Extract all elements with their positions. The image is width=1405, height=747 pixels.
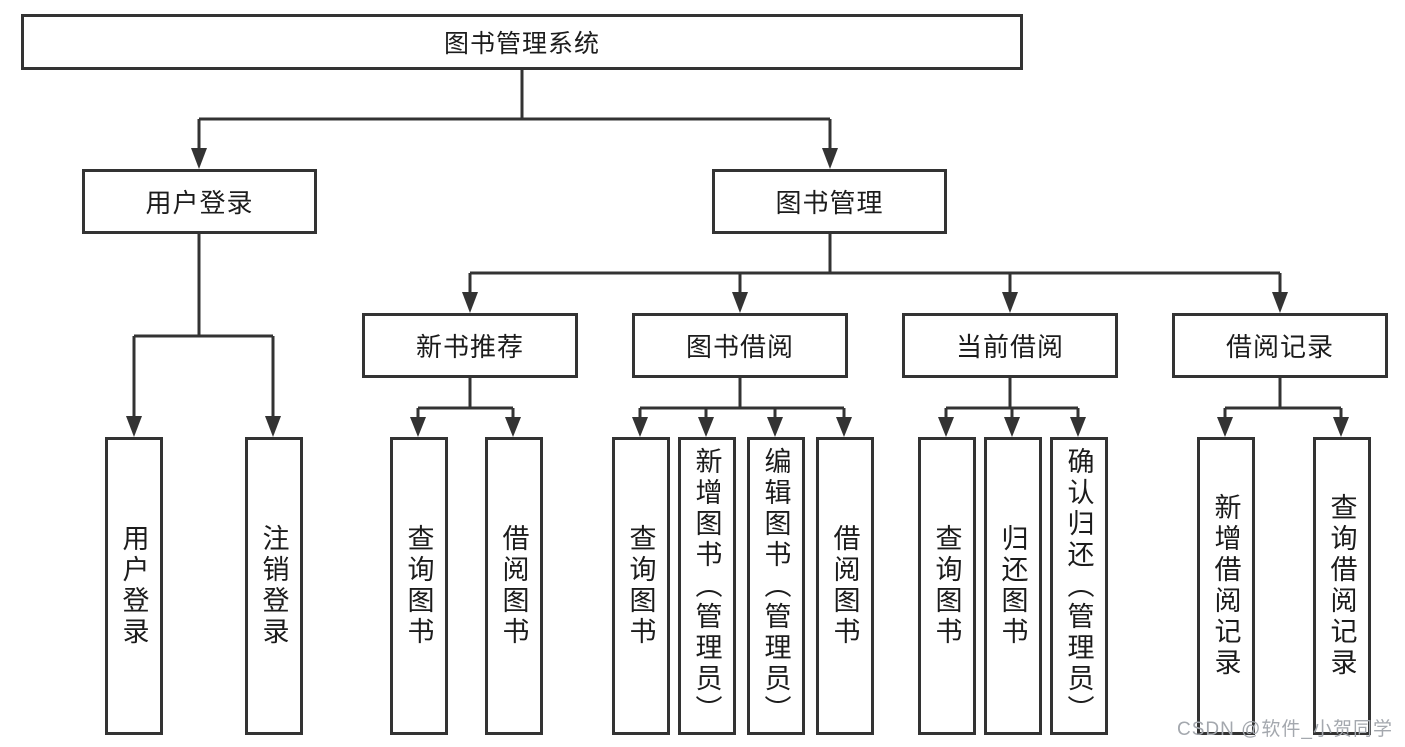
leaf-rec-borrow-books-label: 借阅图书 <box>498 524 529 648</box>
node-new-book-recommend: 新书推荐 <box>362 313 578 378</box>
node-current-borrow-label: 当前借阅 <box>955 332 1064 362</box>
leaf-query-borrow-record: 查询借阅记录 <box>1313 437 1371 735</box>
leaf-rec-borrow-books: 借阅图书 <box>485 437 543 735</box>
leaf-borrow-books-label: 借阅图书 <box>829 524 860 648</box>
leaf-user-login: 用户登录 <box>105 437 163 735</box>
leaf-query-borrow-record-label: 查询借阅记录 <box>1326 493 1357 679</box>
leaf-confirm-return-admin-label: 确认归还（管理员） <box>1063 446 1094 726</box>
node-borrow-records: 借阅记录 <box>1172 313 1388 378</box>
leaf-current-query-books: 查询图书 <box>918 437 976 735</box>
leaf-add-borrow-record: 新增借阅记录 <box>1197 437 1255 735</box>
leaf-add-books-admin-label: 新增图书（管理员） <box>691 446 722 726</box>
leaf-confirm-return-admin: 确认归还（管理员） <box>1050 437 1108 735</box>
node-book-management: 图书管理 <box>712 169 947 234</box>
leaf-rec-query-books-label: 查询图书 <box>403 524 434 648</box>
node-root-label: 图书管理系统 <box>443 30 600 58</box>
leaf-rec-query-books: 查询图书 <box>390 437 448 735</box>
leaf-current-query-books-label: 查询图书 <box>931 524 962 648</box>
node-user-login: 用户登录 <box>82 169 317 234</box>
leaf-add-borrow-record-label: 新增借阅记录 <box>1210 493 1241 679</box>
leaf-add-books-admin: 新增图书（管理员） <box>678 437 736 735</box>
arrowheads <box>126 148 1349 437</box>
leaf-return-books-label: 归还图书 <box>997 524 1028 648</box>
leaf-logout: 注销登录 <box>245 437 303 735</box>
leaf-edit-books-admin: 编辑图书（管理员） <box>747 437 805 735</box>
node-user-login-label: 用户登录 <box>145 188 254 218</box>
leaf-borrow-query-books-label: 查询图书 <box>625 524 656 648</box>
node-current-borrow: 当前借阅 <box>902 313 1118 378</box>
csdn-watermark: CSDN @软件_小贺同学 <box>1177 719 1393 740</box>
node-root-system: 图书管理系统 <box>21 14 1023 70</box>
node-borrow-records-label: 借阅记录 <box>1225 332 1334 362</box>
leaf-logout-label: 注销登录 <box>258 524 289 648</box>
leaf-edit-books-admin-label: 编辑图书（管理员） <box>760 446 791 726</box>
leaf-borrow-query-books: 查询图书 <box>612 437 670 735</box>
node-book-management-label: 图书管理 <box>775 188 884 218</box>
node-new-book-recommend-label: 新书推荐 <box>415 332 524 362</box>
node-book-borrow-label: 图书借阅 <box>685 332 794 362</box>
leaf-user-login-label: 用户登录 <box>118 524 149 648</box>
node-book-borrow: 图书借阅 <box>632 313 848 378</box>
leaf-return-books: 归还图书 <box>984 437 1042 735</box>
leaf-borrow-books: 借阅图书 <box>816 437 874 735</box>
